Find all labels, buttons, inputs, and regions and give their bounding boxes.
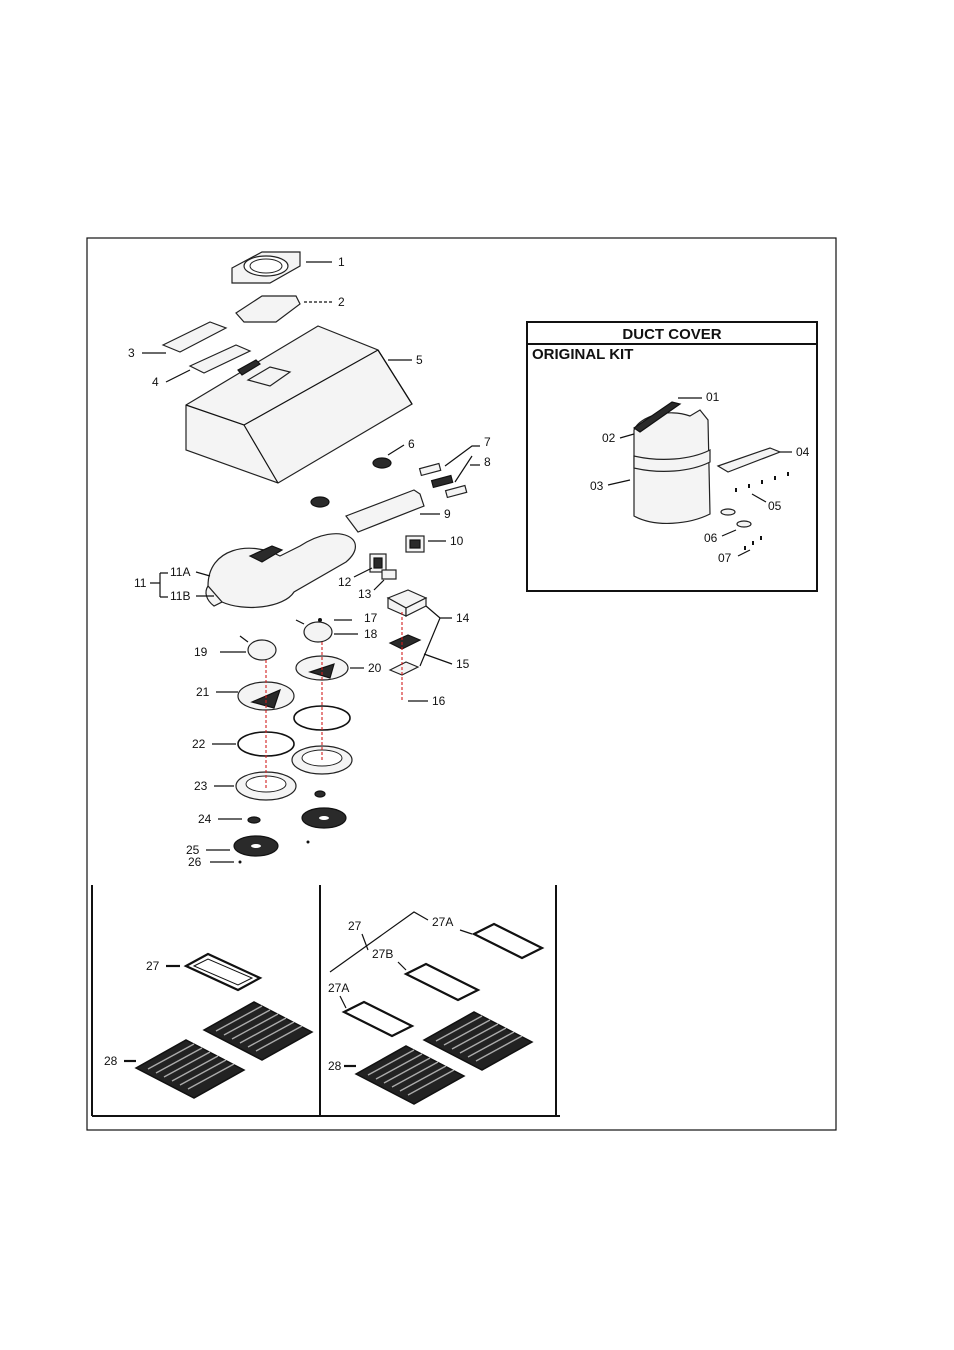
callout-24: 24 [198,812,212,826]
duct-cover-panel: DUCT COVER ORIGINAL KIT [527,322,817,591]
part-12-capacitor [370,554,386,572]
callout-06: 06 [704,531,718,545]
callout-18: 18 [364,627,378,641]
callout-01: 01 [706,390,720,404]
part-26-screw-left [239,861,242,864]
part-25-grille-right [302,808,346,828]
part-24-nut-left [248,817,260,823]
callout-5: 5 [416,353,423,367]
callout-03: 03 [590,479,604,493]
callout-05: 05 [768,499,782,513]
callout-4: 4 [152,375,159,389]
part-13-terminal [382,570,396,579]
callout-19: 19 [194,645,208,659]
callout-1: 1 [338,255,345,269]
part-10-transformer [406,536,424,552]
filter-right-callout-27: 27 [348,919,362,933]
part-24-nut-right [315,791,325,797]
filter-right-callout-27b: 27B [372,947,393,961]
callout-02: 02 [602,431,616,445]
part-25-grille-left [234,836,278,856]
part-17-motor-wire [318,618,322,622]
part-06-knob-b [737,521,751,527]
callout-16: 16 [432,694,446,708]
filter-left-callout-28: 28 [104,1054,118,1068]
duct-cover-title: DUCT COVER [622,326,721,343]
callout-9: 9 [444,507,451,521]
callout-12: 12 [338,575,352,589]
callout-13: 13 [358,587,372,601]
callout-8: 8 [484,455,491,469]
callout-10: 10 [450,534,464,548]
callout-11a: 11A [170,565,190,579]
callout-3: 3 [128,346,135,360]
filter-left-callout-27: 27 [146,959,160,973]
callout-2: 2 [338,295,345,309]
callout-04: 04 [796,445,810,459]
callout-14: 14 [456,611,470,625]
callout-07: 07 [718,551,732,565]
callout-7: 7 [484,435,491,449]
callout-6: 6 [408,437,415,451]
filter-right-callout-27a-top: 27A [432,915,453,929]
duct-cover-subtitle: ORIGINAL KIT [532,346,633,363]
callout-20: 20 [368,661,382,675]
callout-22: 22 [192,737,206,751]
part-26-screw-right [307,841,310,844]
callout-15: 15 [456,657,470,671]
callout-11b: 11B [170,589,190,603]
callout-11: 11 [134,576,147,590]
part-06-knob-a [721,509,735,515]
callout-17: 17 [364,611,378,625]
callout-21: 21 [196,685,210,699]
filter-right-callout-27a-bottom: 27A [328,981,349,995]
callout-23: 23 [194,779,208,793]
filter-right-callout-28: 28 [328,1059,342,1073]
callout-26: 26 [188,855,202,869]
